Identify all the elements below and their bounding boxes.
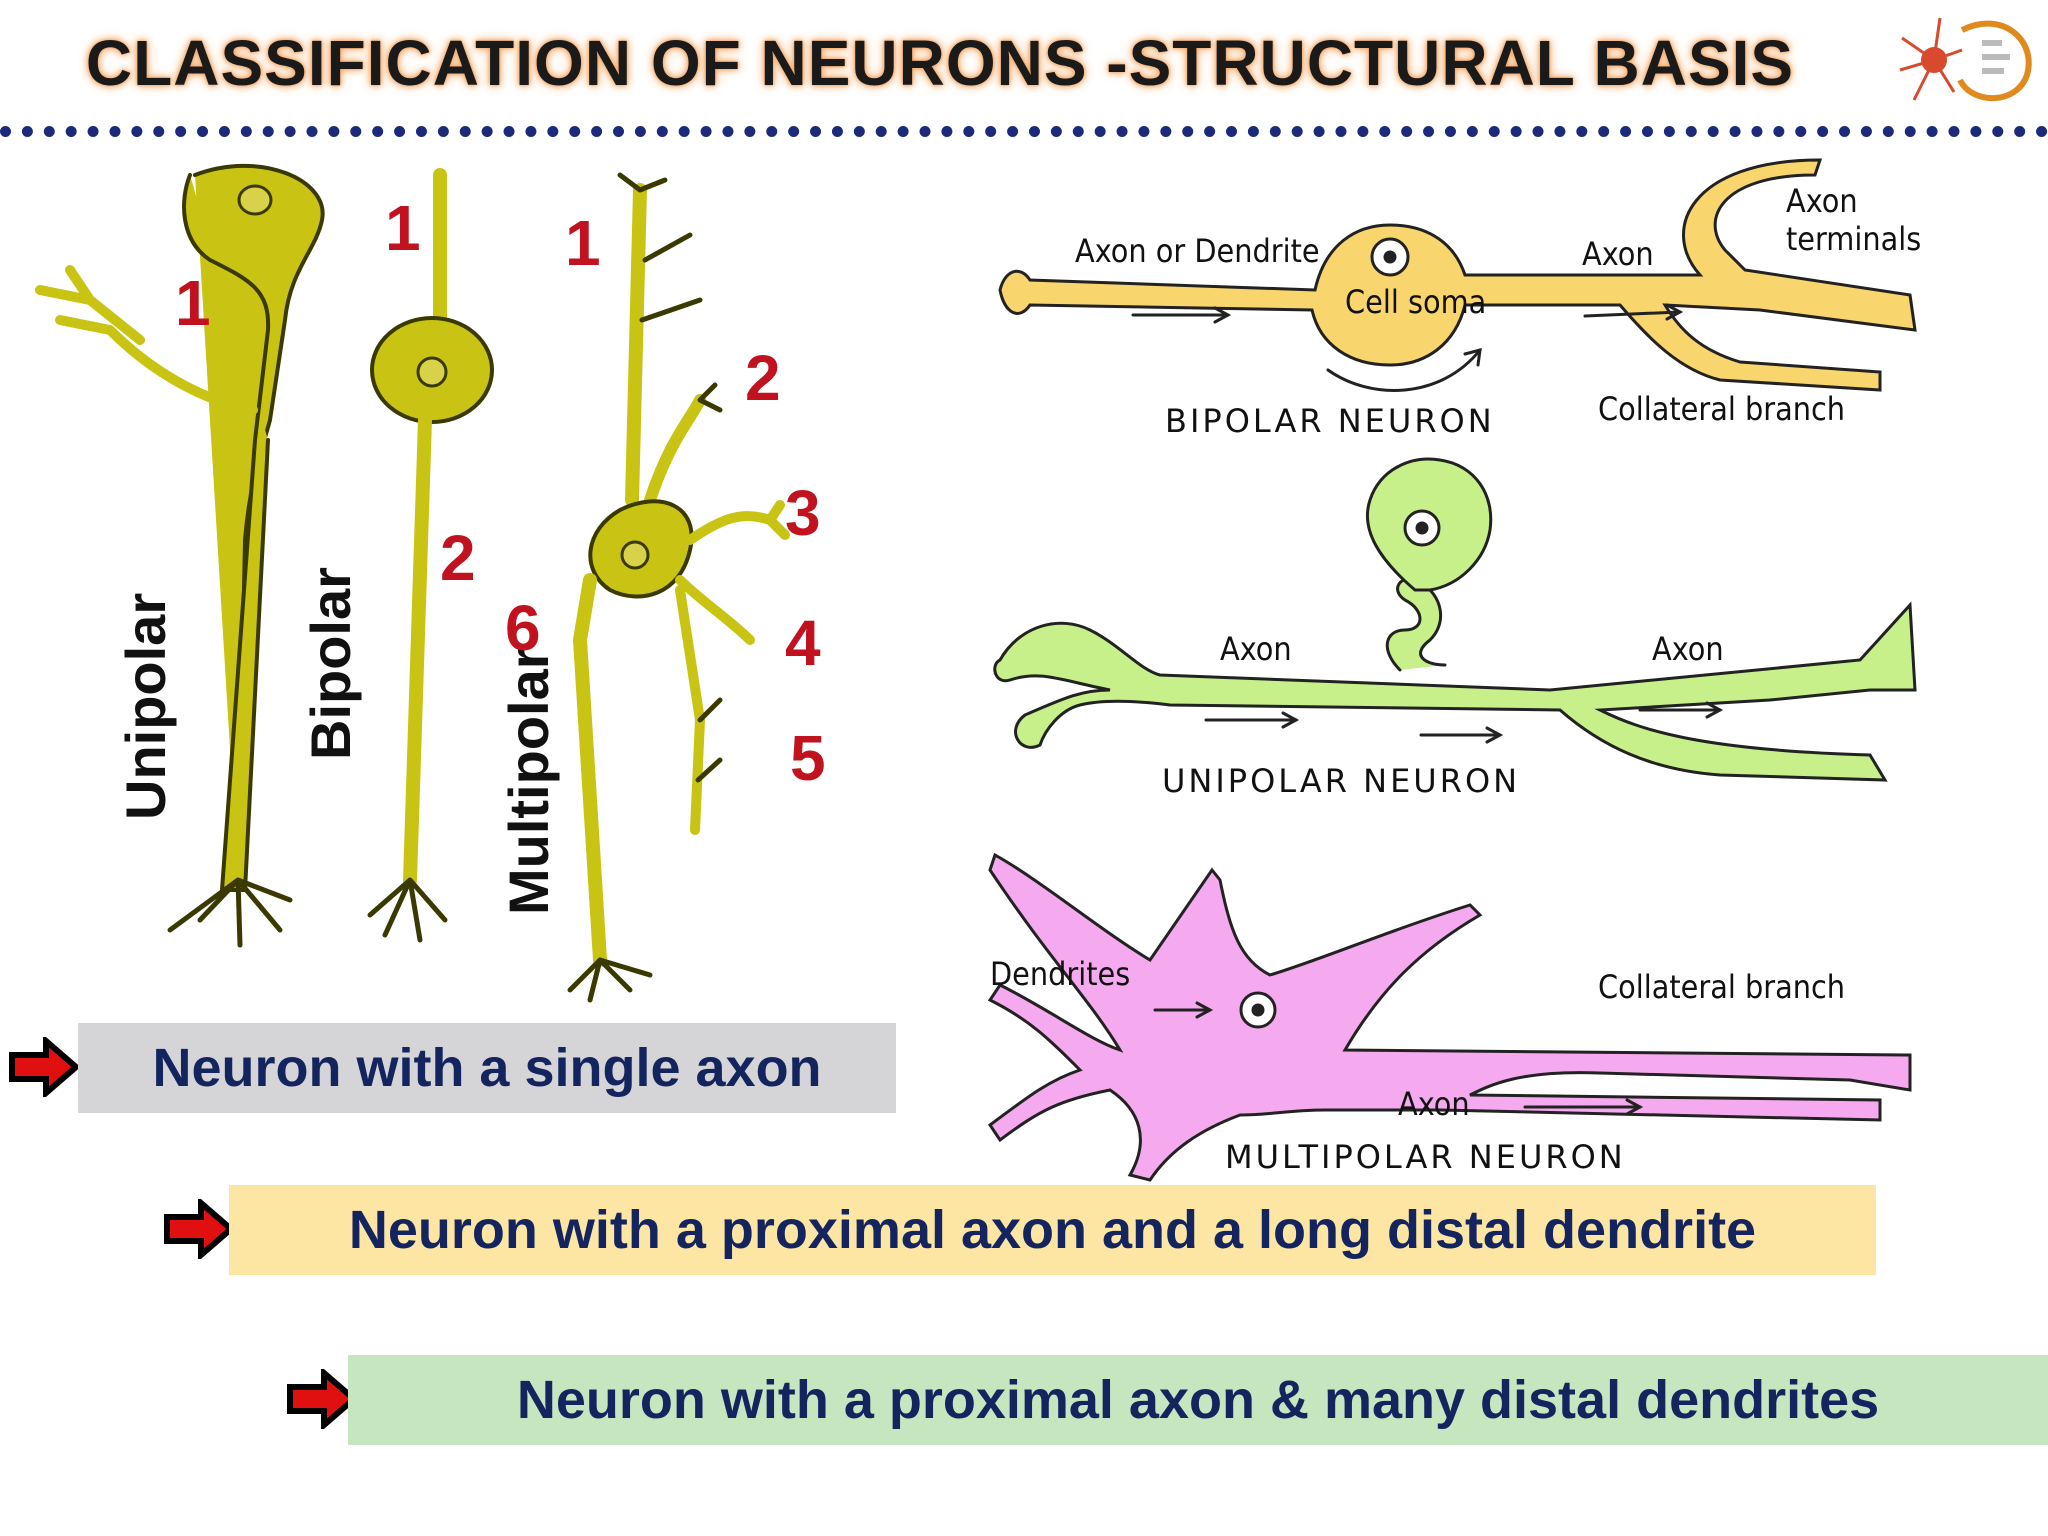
multipolar-neuron-drawing: [987, 852, 1912, 1182]
definition-box-unipolar: Neuron with a single axon: [78, 1023, 896, 1113]
bipolar-number-1: 1: [385, 192, 421, 264]
multipolar-number-3: 3: [785, 477, 821, 549]
label-unipolar-axon-right: Axon: [1652, 630, 1724, 668]
unipolar-neuron-drawing: [993, 457, 1917, 782]
definition-text: Neuron with a proximal axon and a long d…: [348, 1200, 1757, 1260]
dotted-divider: [0, 126, 2048, 137]
definition-text: Neuron with a proximal axon & many dista…: [516, 1370, 1880, 1430]
red-arrow-icon: [164, 1199, 235, 1259]
caption-multipolar-neuron: MULTIPOLAR NEURON: [1225, 1138, 1626, 1176]
unipolar-sketch: [35, 163, 325, 948]
multipolar-sketch: [567, 172, 790, 1003]
definition-box-bipolar: Neuron with a proximal axon and a long d…: [229, 1185, 1876, 1275]
label-bipolar: Bipolar: [299, 567, 362, 760]
label-multipolar-axon: Axon: [1398, 1085, 1470, 1123]
unipolar-number-1: 1: [175, 267, 211, 339]
definition-text: Neuron with a single axon: [152, 1038, 822, 1098]
multipolar-number-4: 4: [785, 607, 821, 679]
multipolar-number-5: 5: [790, 722, 826, 794]
label-dendrites: Dendrites: [990, 955, 1130, 993]
label-bipolar-axon: Axon: [1582, 235, 1654, 273]
red-arrow-icon: [287, 1369, 358, 1429]
caption-unipolar-neuron: UNIPOLAR NEURON: [1162, 762, 1520, 800]
page-title: CLASSIFICATION OF NEURONS -STRUCTURAL BA…: [85, 27, 1795, 99]
label-axon-or-dendrite: Axon or Dendrite: [1075, 232, 1320, 270]
label-cell-soma: Cell soma: [1345, 283, 1486, 321]
definition-box-multipolar: Neuron with a proximal axon & many dista…: [348, 1355, 2048, 1445]
label-multipolar: Multipolar: [497, 647, 560, 915]
neuron-logo-icon: [1899, 17, 2032, 102]
red-arrow-icon: [9, 1037, 80, 1097]
label-bipolar-collateral: Collateral branch: [1598, 390, 1845, 428]
multipolar-number-2: 2: [745, 342, 781, 414]
label-unipolar-axon-left: Axon: [1220, 630, 1292, 668]
neuron-diagram: Unipolar Bipolar Multipolar 1 1 2 1 2 3 …: [35, 158, 1921, 1182]
caption-bipolar-neuron: BIPOLAR NEURON: [1165, 402, 1495, 440]
label-multipolar-collateral: Collateral branch: [1598, 968, 1845, 1006]
bipolar-sketch: [367, 168, 494, 943]
multipolar-number-1: 1: [565, 207, 601, 279]
bipolar-neuron-drawing: [998, 158, 1917, 392]
multipolar-number-6: 6: [505, 592, 541, 664]
label-axon-terminals-1: Axon: [1786, 182, 1858, 220]
bipolar-number-2: 2: [440, 522, 476, 594]
label-axon-terminals-2: terminals: [1786, 220, 1921, 258]
label-unipolar: Unipolar: [114, 593, 177, 820]
